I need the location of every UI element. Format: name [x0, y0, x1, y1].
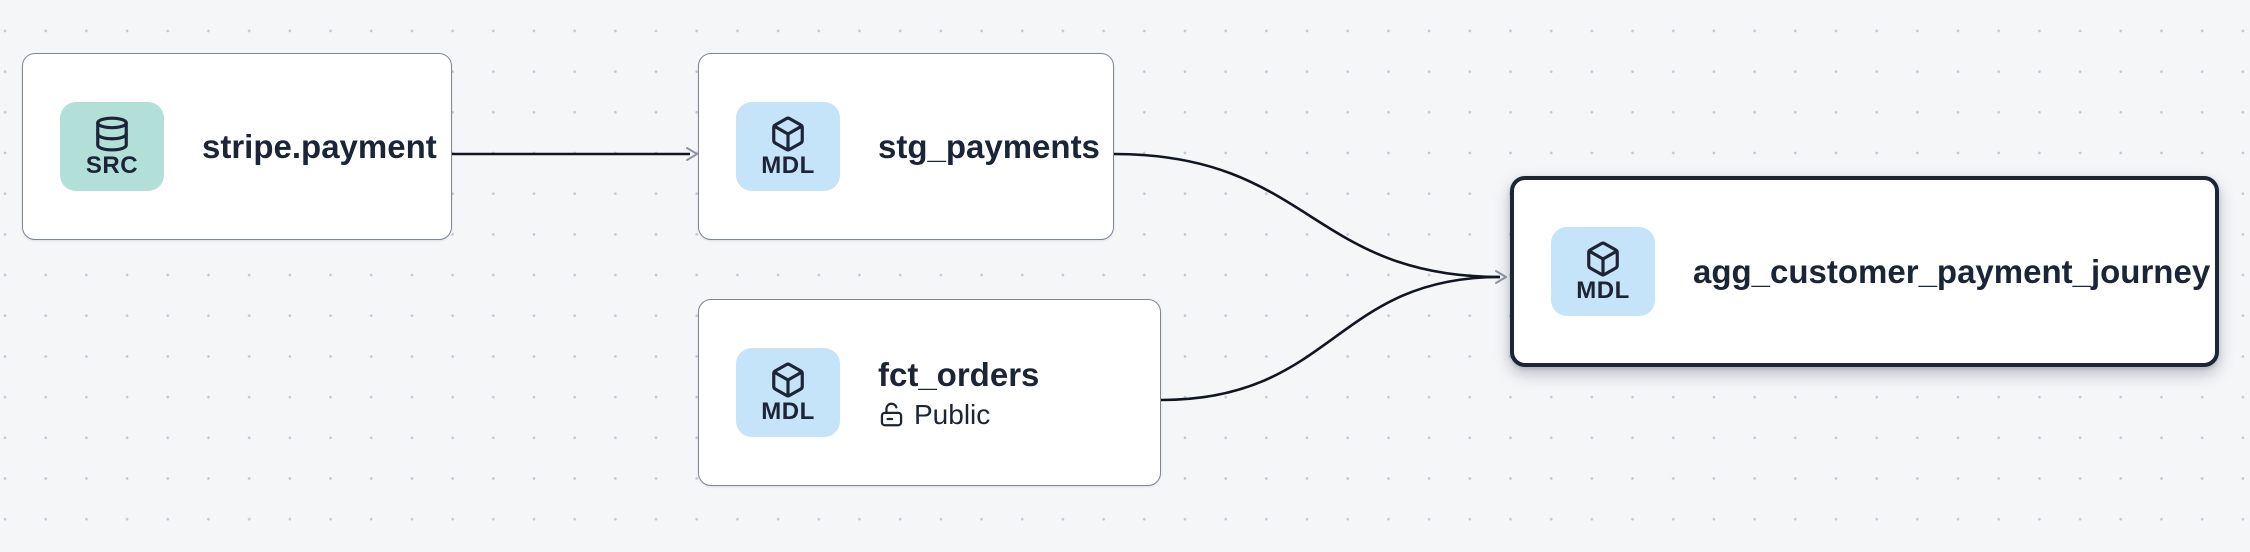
- resource-type-badge-mdl: MDL: [736, 348, 840, 437]
- node-title: fct_orders: [878, 356, 1040, 394]
- resource-type-badge-src: SRC: [60, 102, 164, 191]
- badge-label: MDL: [761, 152, 815, 179]
- unlock-icon: [880, 403, 903, 427]
- badge-label: MDL: [761, 398, 815, 425]
- cube-icon: [772, 362, 804, 398]
- lineage-node-stripe-payment[interactable]: SRC stripe.payment: [22, 53, 452, 240]
- node-title: agg_customer_payment_journey: [1693, 252, 2211, 290]
- cube-icon: [772, 116, 804, 152]
- node-title: stg_payments: [878, 127, 1100, 165]
- lineage-node-fct-orders[interactable]: MDL fct_orders Public: [698, 299, 1161, 486]
- edge-fct-orders-to-agg-customer-payment-journey[interactable]: [1160, 275, 1501, 402]
- arrowhead-icon: [686, 147, 698, 161]
- access-level-label: Public: [914, 398, 991, 430]
- database-icon: [96, 116, 128, 152]
- resource-type-badge-mdl: MDL: [1551, 227, 1655, 316]
- node-title: stripe.payment: [202, 127, 437, 165]
- resource-type-badge-mdl: MDL: [736, 102, 840, 191]
- arrowhead-icon: [1495, 270, 1507, 284]
- lineage-node-agg-customer-payment-journey[interactable]: MDL agg_customer_payment_journey: [1510, 176, 2219, 367]
- badge-label: SRC: [85, 152, 139, 179]
- lineage-node-stg-payments[interactable]: MDL stg_payments: [698, 53, 1114, 240]
- cube-icon: [1587, 241, 1619, 277]
- badge-label: MDL: [1576, 277, 1630, 304]
- edge-stg-payments-to-agg-customer-payment-journey[interactable]: [1113, 152, 1501, 279]
- access-level-row: Public: [878, 398, 1039, 430]
